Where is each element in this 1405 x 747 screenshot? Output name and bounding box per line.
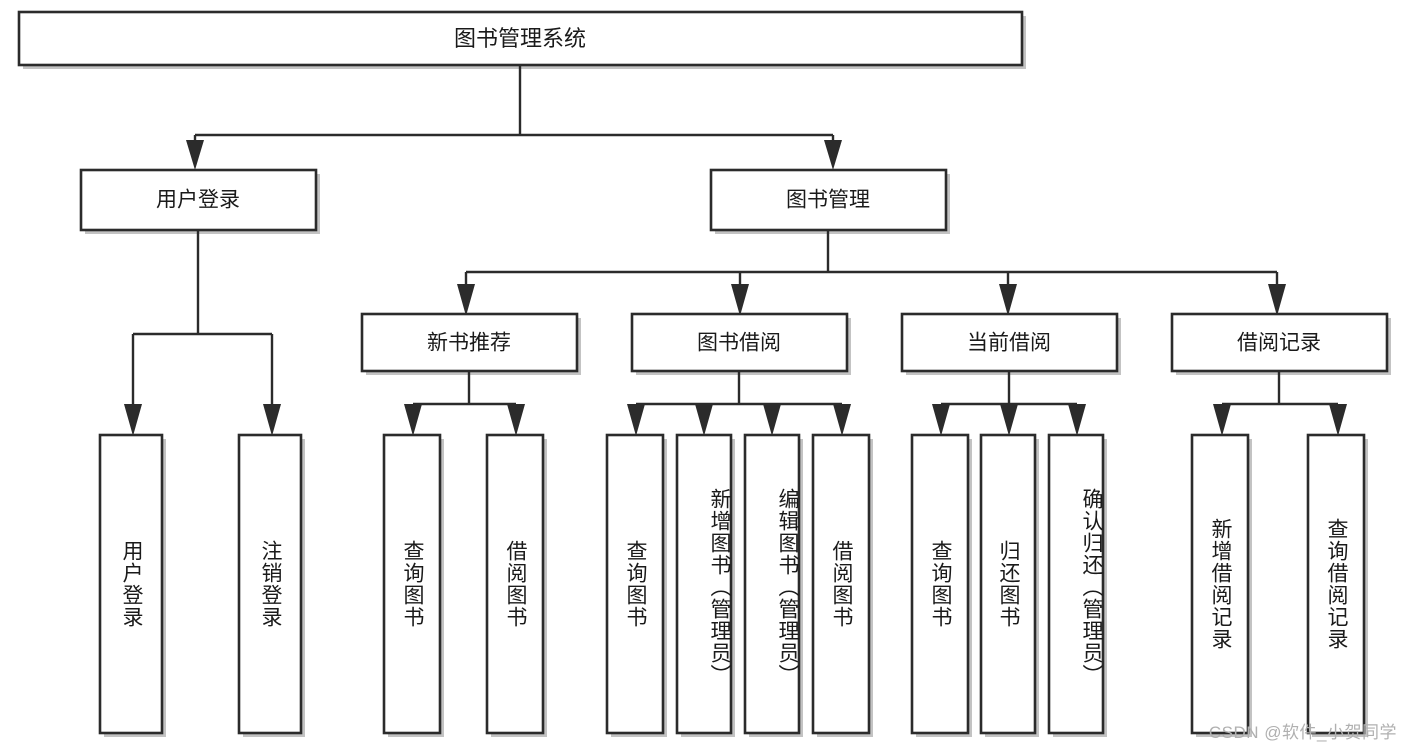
node-new-book-recommend[interactable]: 新书推荐 — [360, 312, 581, 375]
leaf-node-borrow-record-2[interactable] — [1306, 433, 1368, 737]
book-mgmt-box — [709, 168, 948, 232]
arrow-leaf-book-borrow-1 — [627, 404, 645, 436]
node-borrow-record[interactable]: 借阅记录 — [1170, 312, 1391, 375]
leaf-node-book-borrow-3[interactable] — [743, 433, 803, 737]
leaf-node-new-book-2[interactable] — [485, 433, 547, 737]
node-current-borrow[interactable]: 当前借阅 — [900, 312, 1121, 375]
arrow-leaf-user-login-2 — [263, 404, 281, 436]
leaf-node-borrow-record-1[interactable] — [1190, 433, 1252, 737]
leaf-node-user-login-2[interactable] — [237, 433, 305, 737]
leaf-node-current-borrow-2[interactable] — [979, 433, 1039, 737]
leaf-node-book-borrow-2[interactable] — [675, 433, 735, 737]
arrow-to-new-book — [457, 284, 475, 316]
arrow-leaf-borrow-record-1 — [1213, 404, 1231, 436]
arrow-leaf-current-borrow-2 — [1000, 404, 1018, 436]
arrow-leaf-book-borrow-4 — [833, 404, 851, 436]
csdn-watermark: CSDN @软件_小贺同学 — [1208, 723, 1397, 742]
book-mgmt-label: 图书管理 — [786, 189, 870, 212]
leaf-node-user-login-1[interactable] — [98, 433, 166, 737]
arrow-leaf-current-borrow-1 — [932, 404, 950, 436]
borrow-record-label: 借阅记录 — [1237, 332, 1321, 355]
arrow-leaf-borrow-record-2 — [1329, 404, 1347, 436]
leaf-node-new-book-1[interactable] — [382, 433, 444, 737]
user-login-box — [79, 168, 318, 232]
current-borrow-box — [900, 312, 1119, 373]
node-book-management[interactable]: 图书管理 — [709, 168, 950, 234]
leaf-node-current-borrow-1[interactable] — [910, 433, 972, 737]
leaf-node-book-borrow-1[interactable] — [605, 433, 667, 737]
arrow-leaf-current-borrow-3 — [1068, 404, 1086, 436]
new-book-box — [360, 312, 579, 373]
arrow-leaf-user-login-1 — [124, 404, 142, 436]
leaf-node-book-borrow-4[interactable] — [811, 433, 873, 737]
arrow-to-book-mgmt — [824, 140, 842, 170]
current-borrow-label: 当前借阅 — [967, 332, 1051, 355]
leaf-node-current-borrow-3[interactable] — [1047, 433, 1107, 737]
arrow-to-user-login — [186, 140, 204, 170]
borrow-record-box — [1170, 312, 1389, 373]
node-root[interactable]: 图书管理系统 — [17, 10, 1026, 69]
arrow-to-current-borrow — [999, 284, 1017, 316]
book-borrow-label: 图书借阅 — [697, 332, 781, 355]
arrow-leaf-book-borrow-2 — [695, 404, 713, 436]
new-book-label: 新书推荐 — [427, 332, 511, 355]
arrow-to-book-borrow — [731, 284, 749, 316]
user-login-label: 用户登录 — [156, 189, 240, 212]
arrow-leaf-book-borrow-3 — [763, 404, 781, 436]
arrow-to-borrow-record — [1268, 284, 1286, 316]
root-label: 图书管理系统 — [454, 26, 586, 51]
node-user-login[interactable]: 用户登录 — [79, 168, 320, 234]
root-box — [17, 10, 1024, 67]
arrow-leaf-new-book-2 — [507, 404, 525, 436]
node-book-borrow[interactable]: 图书借阅 — [630, 312, 851, 375]
arrow-leaf-new-book-1 — [404, 404, 422, 436]
